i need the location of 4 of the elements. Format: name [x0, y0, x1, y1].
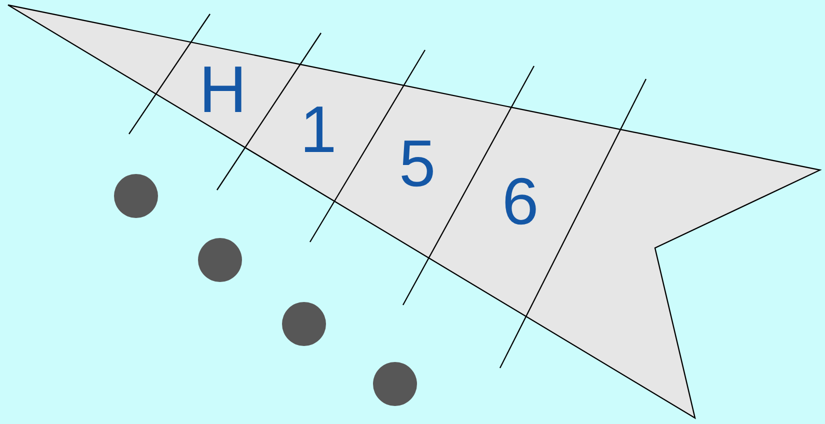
segment-label: 5 — [399, 130, 436, 196]
segment-label: 6 — [502, 168, 539, 234]
segment-label: H — [199, 56, 247, 122]
segment-label: 1 — [300, 96, 337, 162]
